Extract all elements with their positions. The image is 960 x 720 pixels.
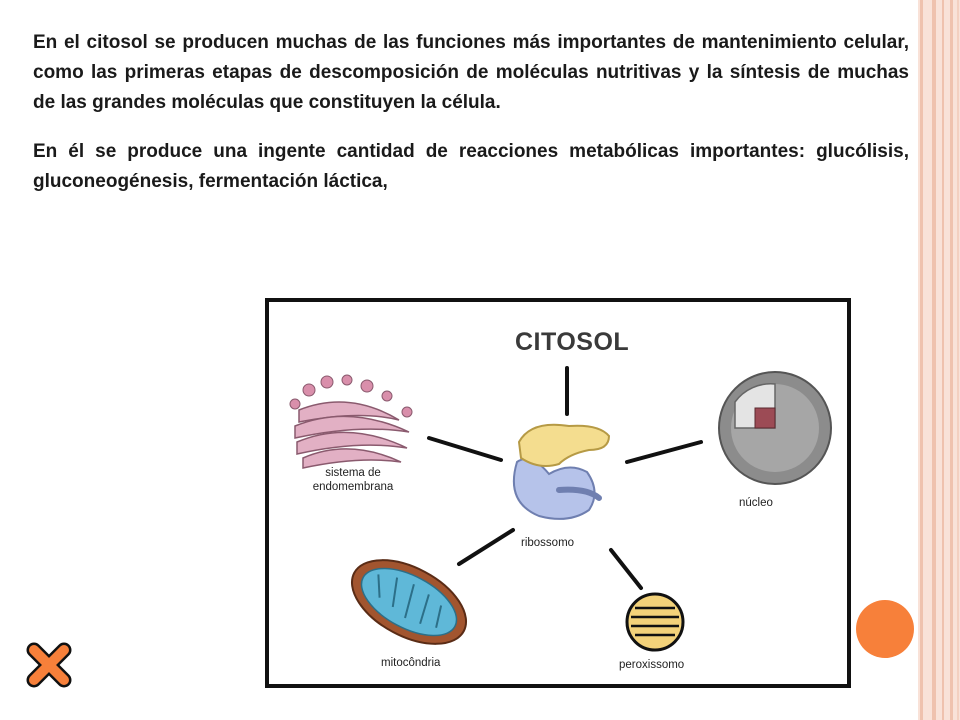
x-icon <box>26 642 72 688</box>
label-mitochondria: mitocôndria <box>381 657 441 669</box>
diagram-title: CITOSOL <box>515 328 630 356</box>
endomembrane-illustration <box>289 374 413 469</box>
label-peroxisome: peroxissomo <box>619 659 685 671</box>
line-mito-ribo <box>457 528 515 566</box>
peroxisome-illustration <box>625 592 685 652</box>
label-nucleus: núcleo <box>739 497 773 509</box>
diagram-drawing <box>289 366 832 652</box>
line-golgi-ribo <box>427 436 503 462</box>
ribosome-illustration <box>512 423 611 520</box>
paragraph-2: En él se produce una ingente cantidad de… <box>33 141 909 192</box>
circle-decoration-icon <box>856 600 914 658</box>
nucleus-illustration <box>718 371 832 485</box>
label-ribosome: ribossomo <box>521 537 575 549</box>
mitochondria-illustration <box>350 559 468 645</box>
body-text: En el citosol se producen muchas de las … <box>33 28 909 216</box>
right-decorative-border <box>918 0 960 720</box>
paragraph-1: En el citosol se producen muchas de las … <box>33 32 909 113</box>
line-nucleus-ribo <box>625 440 703 464</box>
label-endomembrane-line1: sistema de <box>325 467 381 479</box>
label-endomembrane-line2: endomembrana <box>312 481 394 493</box>
citosol-diagram: CITOSOL sistema de endomembrana núcleo r… <box>265 298 851 688</box>
label-endomembrane: sistema de endomembrana <box>293 466 413 494</box>
line-perox-ribo <box>609 548 643 590</box>
